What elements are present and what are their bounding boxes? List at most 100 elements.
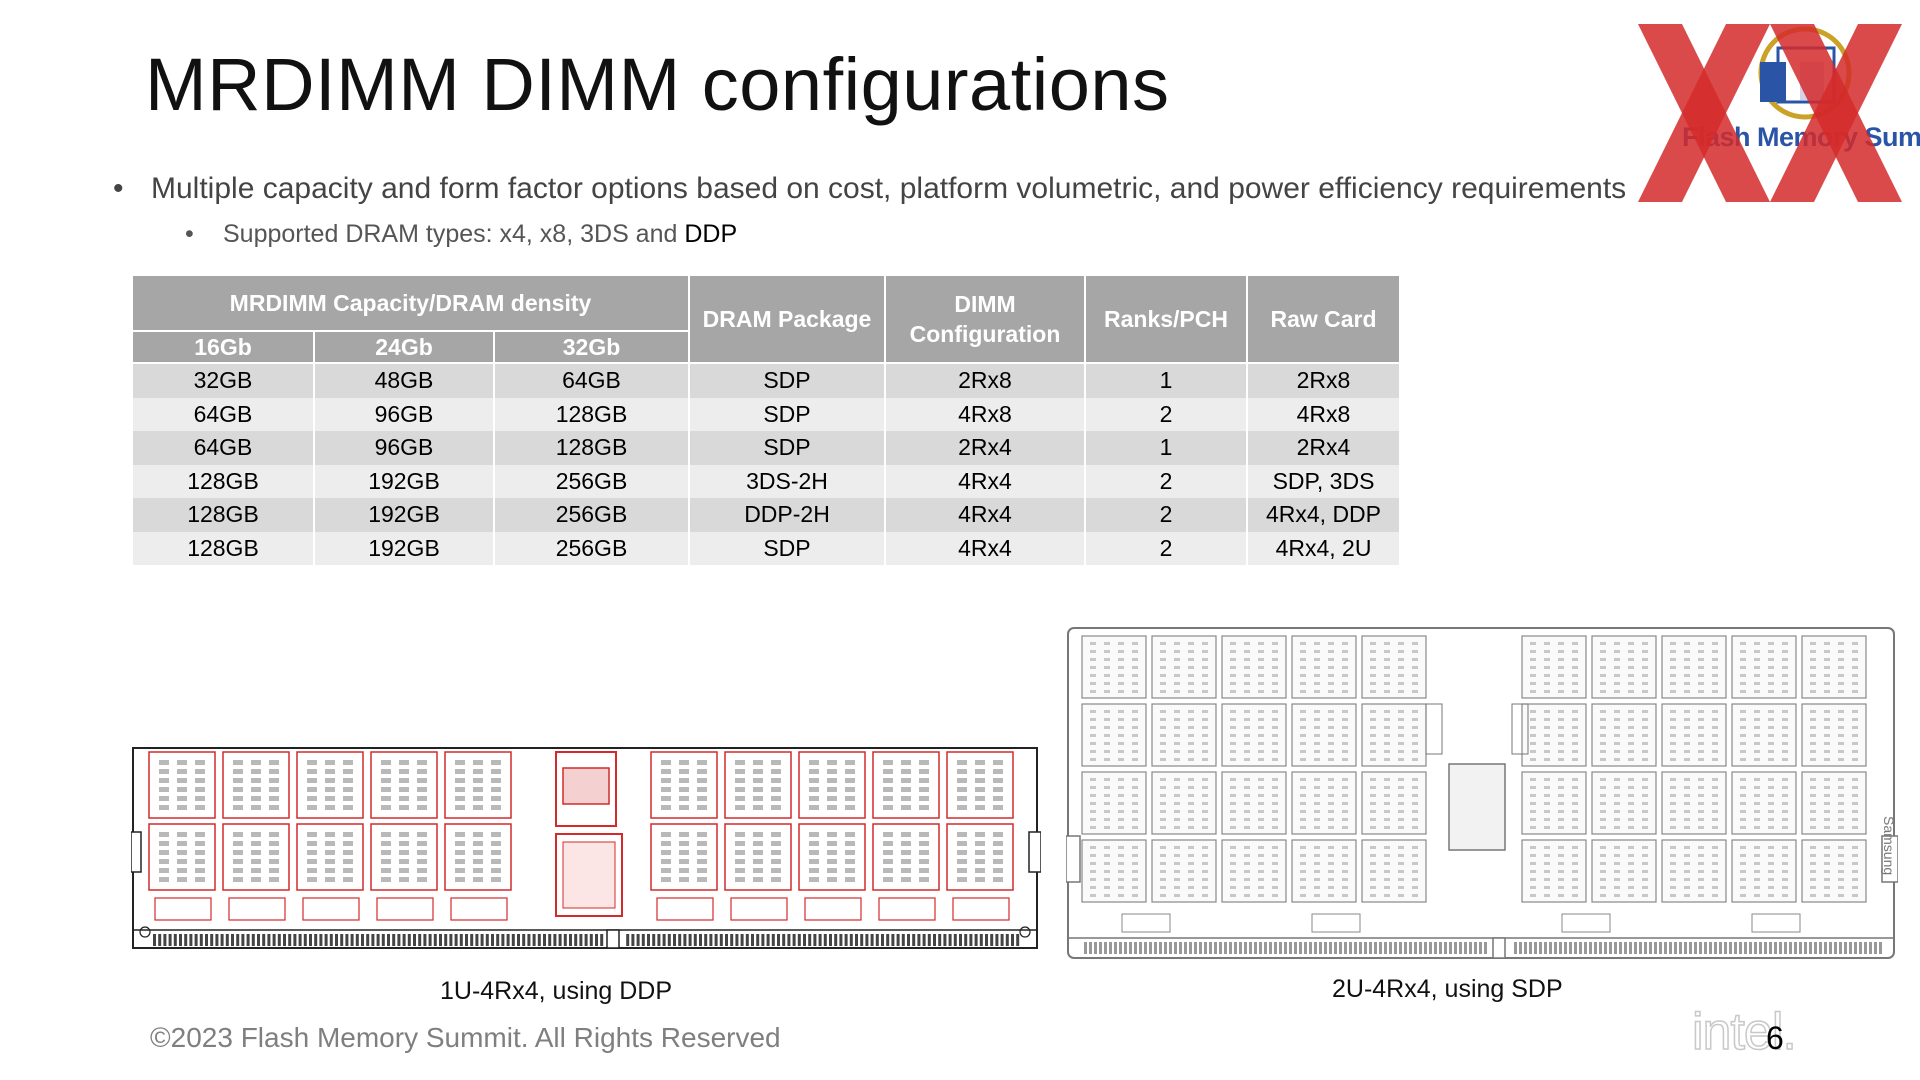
dram-ball [1698, 818, 1704, 821]
dram-ball [901, 769, 911, 774]
dram-ball [1768, 854, 1774, 857]
table-header-row: MRDIMM Capacity/DRAM density DRAM Packag… [131, 274, 1401, 364]
dram-ball [1852, 690, 1858, 693]
dram-ball [1782, 666, 1788, 669]
dram-ball [1670, 666, 1676, 669]
dram-ball [1370, 718, 1376, 721]
dram-ball [957, 850, 967, 855]
gold-finger-pin [1164, 942, 1167, 954]
gold-finger-pin [303, 934, 307, 946]
dram-ball [1810, 642, 1816, 645]
dram-ball [901, 778, 911, 783]
gold-finger-pin [662, 934, 666, 946]
dram-ball [1558, 718, 1564, 721]
dram-ball [661, 832, 671, 837]
gold-finger-pin [990, 934, 994, 946]
dram-ball [1530, 726, 1536, 729]
dram-ball [1174, 794, 1180, 797]
dram-ball [845, 769, 855, 774]
gold-finger-pin [1619, 942, 1622, 954]
dram-ball [1132, 734, 1138, 737]
dram-ball [1572, 878, 1578, 881]
gold-finger-pin [1189, 942, 1192, 954]
dram-ball [177, 877, 187, 882]
dimm-1u-gold-fingers [153, 934, 1020, 946]
dram-ball [1258, 794, 1264, 797]
gold-finger-pin [402, 934, 406, 946]
gold-finger-pin [1774, 942, 1777, 954]
buffer-chip [804, 897, 862, 921]
dram-chip [296, 823, 364, 891]
dram-ball [1132, 758, 1138, 761]
gold-finger-pin [1309, 942, 1312, 954]
dram-ball [1104, 658, 1110, 661]
dram-ball [399, 778, 409, 783]
gold-finger-pin [407, 934, 411, 946]
dram-ball [1314, 710, 1320, 713]
gold-finger-pin [1439, 942, 1442, 954]
gold-finger-pin [985, 934, 988, 946]
dram-ball [1104, 726, 1110, 729]
dram-ball [1412, 650, 1418, 653]
gold-finger-pin [631, 934, 635, 946]
dram-ball [1544, 818, 1550, 821]
dram-ball [1412, 894, 1418, 897]
dram-ball [455, 868, 465, 873]
dram-ball [661, 850, 671, 855]
dram-ball [1370, 658, 1376, 661]
dram-ball [1768, 778, 1774, 781]
dram-ball [1544, 846, 1550, 849]
dram-ball [735, 841, 745, 846]
dram-ball [1412, 818, 1418, 821]
cell-16gb: 64GB [131, 431, 315, 465]
dram-ball [269, 832, 279, 837]
dram-ball [1852, 810, 1858, 813]
dram-ball [1852, 854, 1858, 857]
dram-ball [771, 877, 781, 882]
dram-ball [1230, 786, 1236, 789]
dram-ball [1342, 810, 1348, 813]
gold-finger-pin [719, 934, 723, 946]
dram-ball [177, 868, 187, 873]
dram-ball [1342, 794, 1348, 797]
dram-ball [1530, 862, 1536, 865]
dram-ball [1300, 810, 1306, 813]
dram-ball [661, 859, 671, 864]
dram-ball [1628, 666, 1634, 669]
dram-ball [251, 787, 261, 792]
dram-ball [1342, 726, 1348, 729]
dram-ball [957, 796, 967, 801]
dram-ball [1370, 878, 1376, 881]
dram-ball [381, 850, 391, 855]
dram-ball [1530, 794, 1536, 797]
dram-ball [343, 778, 353, 783]
dram-ball [1838, 786, 1844, 789]
dram-ball [1782, 802, 1788, 805]
dram-ball [455, 787, 465, 792]
dram-ball [1230, 862, 1236, 865]
dram-ball [1160, 894, 1166, 897]
dram-ball [1852, 886, 1858, 889]
bullet-primary: •Multiple capacity and form factor optio… [113, 172, 1626, 206]
dram-ball [1740, 870, 1746, 873]
dram-ball [993, 787, 1003, 792]
gold-finger-pin [823, 934, 827, 946]
dram-ball [1104, 818, 1110, 821]
dram-ball [1740, 826, 1746, 829]
dram-ball [1782, 758, 1788, 761]
dram-ball [1258, 674, 1264, 677]
dram-ball [159, 850, 169, 855]
dram-ball [1670, 826, 1676, 829]
table-subheader-row: 16Gb 24Gb 32Gb [131, 330, 1400, 364]
dram-ball [1558, 674, 1564, 677]
dram-ball [1852, 666, 1858, 669]
gold-finger-pin [699, 934, 702, 946]
gold-finger-pin [1754, 942, 1757, 954]
dram-ball [735, 760, 745, 765]
dram-ball [771, 850, 781, 855]
dram-ball [1544, 718, 1550, 721]
gold-finger-pin [428, 934, 432, 946]
dram-ball [679, 760, 689, 765]
dram-ball [1838, 778, 1844, 781]
gold-finger-pin [1584, 942, 1587, 954]
